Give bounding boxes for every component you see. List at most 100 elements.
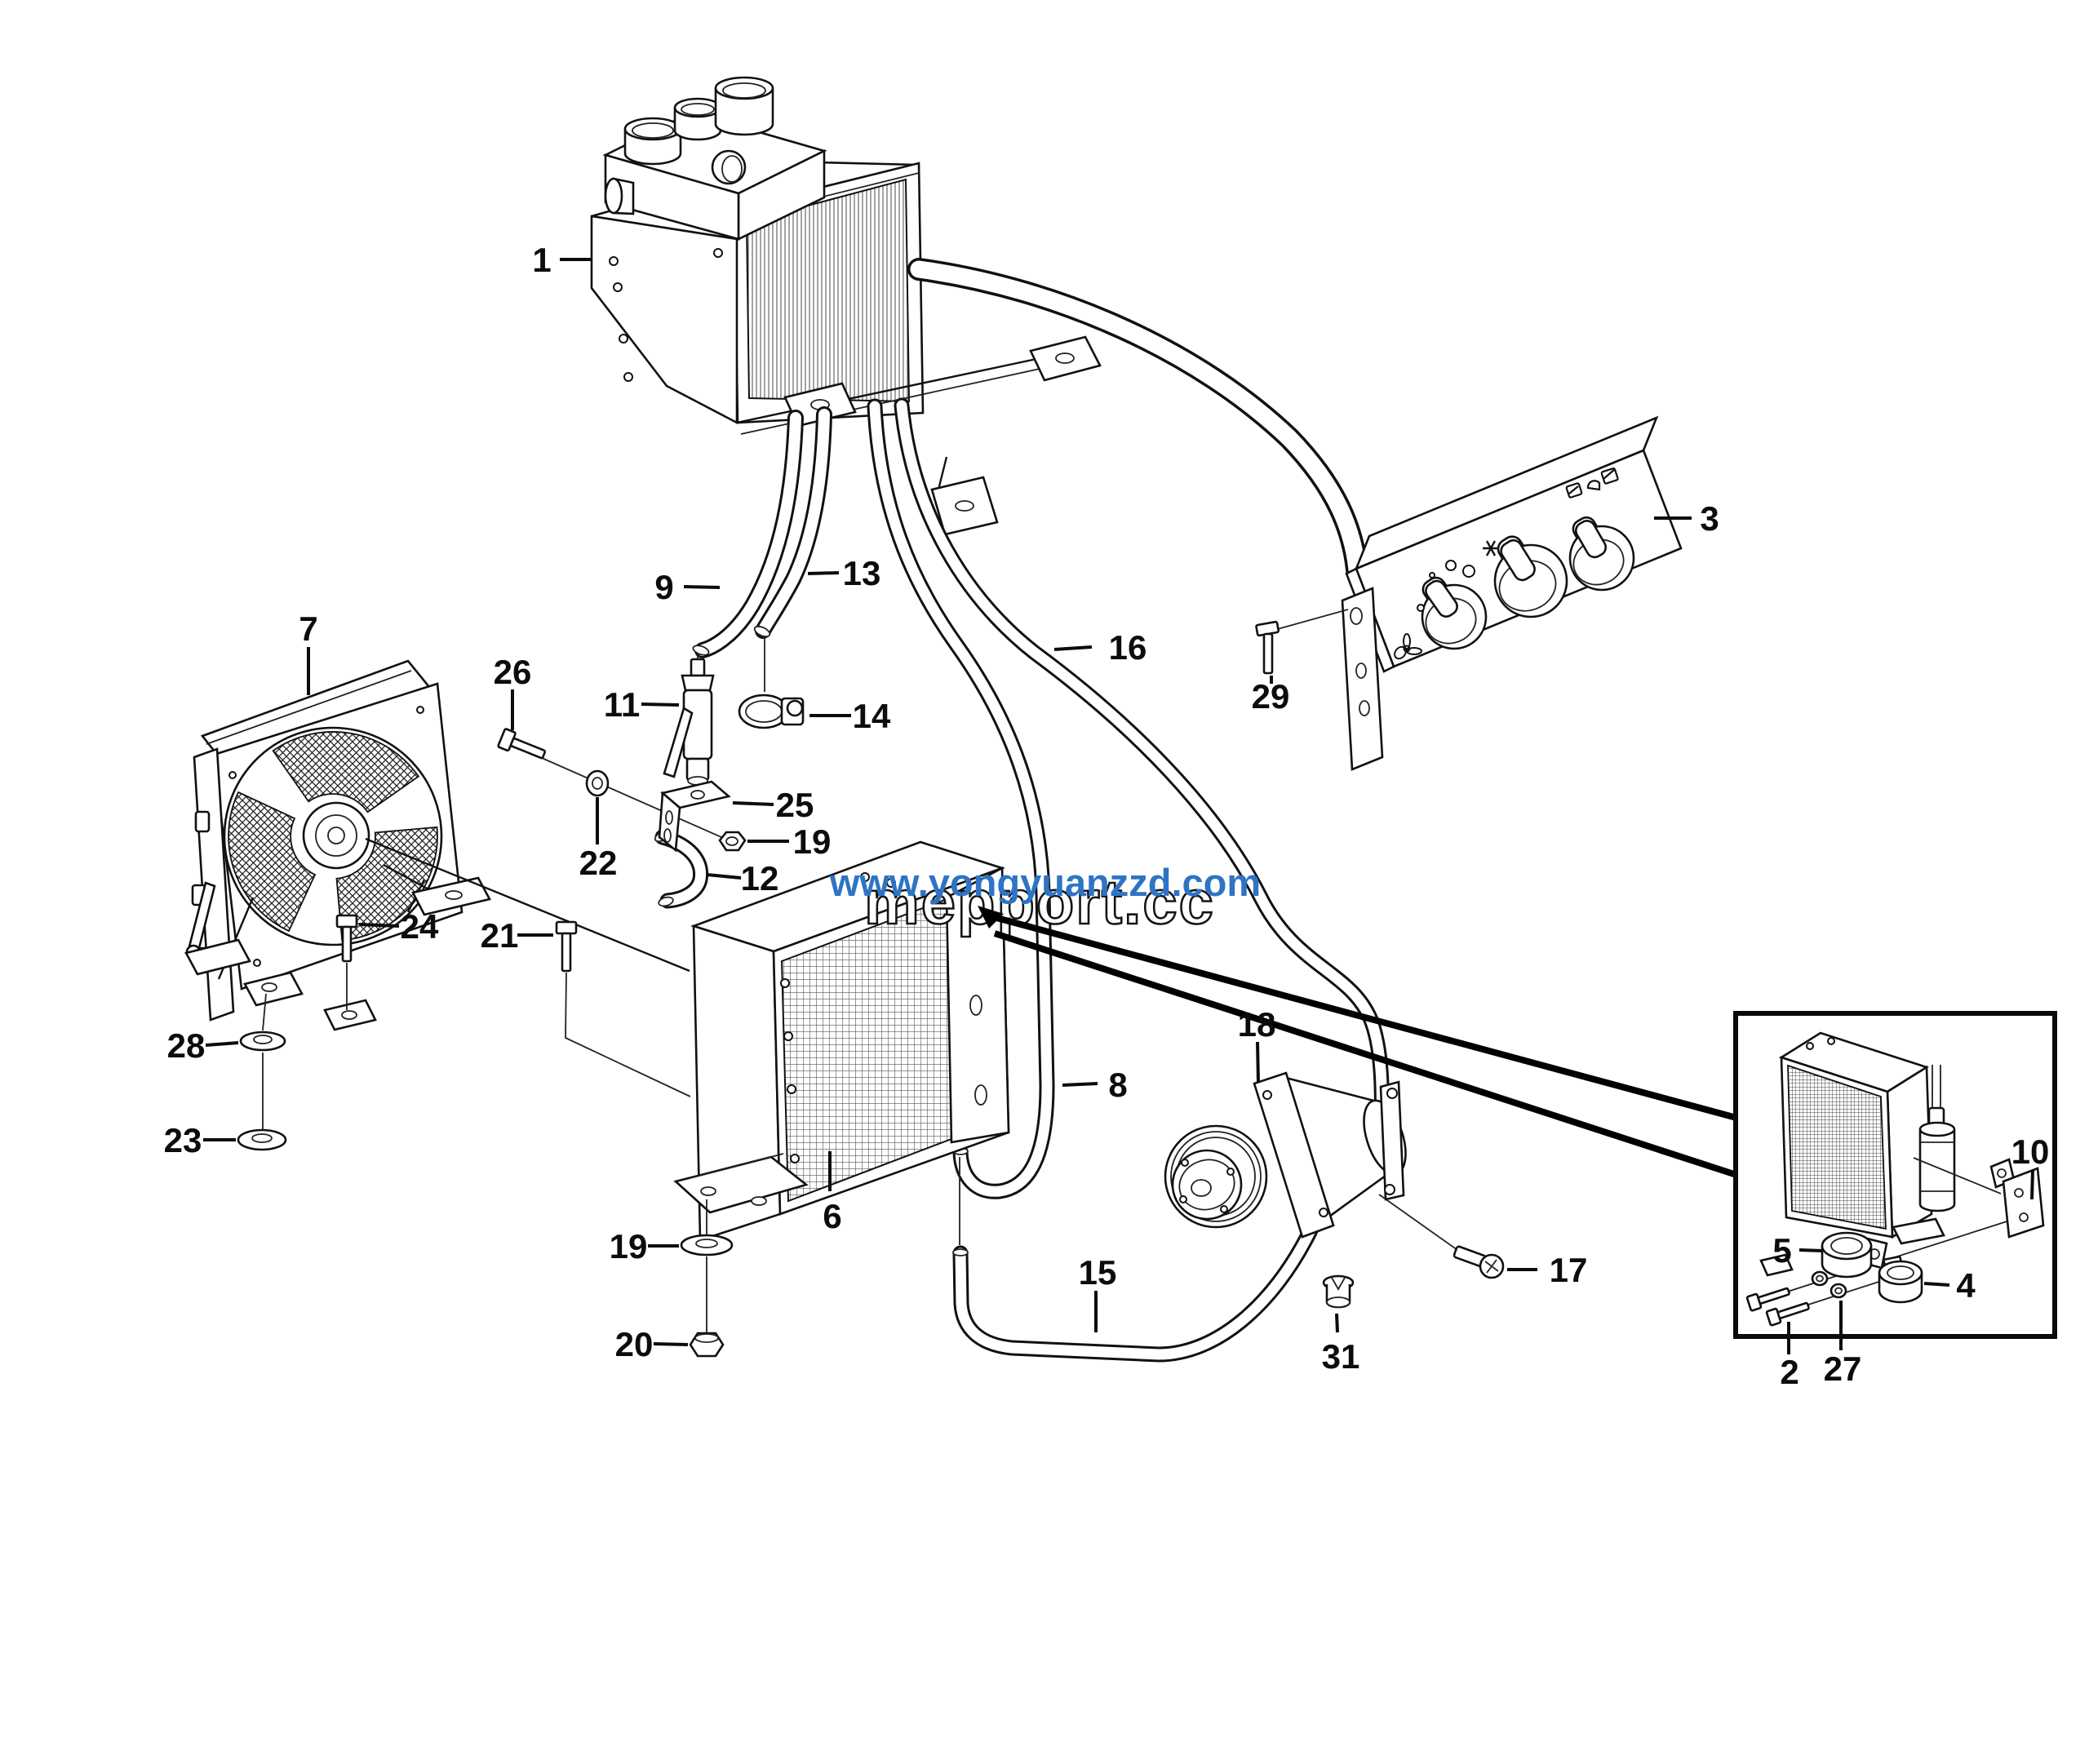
watermark-url-text: www.yongyuanzzd.com [829,861,1261,904]
callout-12: 12 [706,859,778,898]
callouts: 1 3 7 9 13 26 11 14 [164,241,2050,1391]
grommet-31 [1322,1274,1355,1309]
mounting-legs [184,863,491,1031]
nut-20 [689,1332,725,1358]
svg-text:14: 14 [853,697,891,735]
valve-group [497,658,805,853]
receiver-drier [1918,1065,1956,1212]
svg-text:26: 26 [494,653,532,691]
svg-text:28: 28 [167,1026,206,1065]
callout-4: 4 [1923,1266,1976,1305]
knob-temp [1493,535,1568,618]
svg-text:9: 9 [654,568,673,606]
hose-13 [753,406,832,692]
screw-17 [1378,1194,1505,1279]
svg-text:22: 22 [579,844,618,882]
hose-8 [867,398,1055,1245]
callout-10: 10 [1913,1132,2050,1200]
callout-18: 18 [1238,1005,1276,1084]
callout-29: 29 [1252,676,1290,716]
washer-19-lower [680,1234,734,1257]
callout-31: 31 [1322,1313,1360,1376]
inset-detail [1733,1011,2057,1339]
bolt-24 [335,914,358,1010]
svg-text:24: 24 [401,907,439,946]
valve-bracket [658,780,731,853]
svg-text:5: 5 [1772,1231,1791,1270]
hose-9 [692,410,804,667]
callout-20: 20 [615,1325,689,1363]
svg-text:20: 20 [615,1325,654,1363]
washer-23 [237,1128,287,1151]
washer-27 [1811,1270,1847,1299]
svg-text:7: 7 [299,609,317,648]
bolt-26 [497,728,547,760]
snowflake-icon [1483,540,1499,556]
callout-2: 2 [1780,1322,1799,1391]
svg-text:3: 3 [1700,499,1719,538]
vent-mode-icons [1565,467,1619,499]
compressor [1164,1071,1505,1309]
svg-text:27: 27 [1824,1350,1862,1388]
hoses [654,397,1390,1363]
callout-11: 11 [604,685,680,724]
callout-6: 6 [823,1151,842,1235]
mounting-foot [1029,335,1102,382]
svg-text:18: 18 [1238,1005,1276,1044]
detail-pointer [978,906,1738,1178]
svg-text:11: 11 [604,685,640,724]
callout-27: 27 [1824,1301,1862,1388]
control-panel [1341,415,1683,771]
svg-text:8: 8 [1108,1066,1127,1104]
svg-text:16: 16 [1109,628,1147,667]
condenser-main [673,840,1010,1358]
callout-25: 25 [732,786,814,824]
fan-fasteners [237,914,691,1151]
callout-19-upper: 19 [747,822,831,861]
round-duct [673,97,722,141]
callout-15: 15 [1079,1253,1116,1332]
hose-clamp [738,694,805,729]
bolt-21 [555,920,691,1097]
svg-text:19: 19 [793,822,832,861]
round-duct [623,117,682,166]
callout-22: 22 [579,797,618,882]
duct-manifold [602,76,827,242]
svg-text:19: 19 [610,1227,648,1265]
heater-core [733,162,925,424]
callout-14: 14 [809,697,891,735]
callout-19-lower: 19 [610,1227,679,1265]
knob-fan [1421,576,1488,650]
svg-text:13: 13 [843,554,881,592]
callout-28: 28 [167,1026,239,1065]
callout-5: 5 [1772,1231,1824,1270]
panel-bracket [1341,587,1384,771]
svg-text:31: 31 [1322,1337,1360,1376]
svg-text:23: 23 [164,1121,202,1159]
hose-16 [894,397,1390,1173]
svg-text:10: 10 [2011,1132,2050,1171]
svg-text:4: 4 [1956,1266,1976,1305]
harness-tube [907,258,1368,581]
callout-17: 17 [1507,1251,1587,1289]
nut-19-upper [718,831,747,852]
bolt-2 [1765,1301,1810,1327]
clamp-4 [1878,1255,1923,1304]
water-valve [663,658,715,803]
callout-23: 23 [164,1121,236,1159]
callout-16: 16 [1053,628,1147,667]
inset-condenser [1759,1031,1945,1277]
callout-24: 24 [358,907,439,946]
clutch-pulley [1164,1124,1268,1229]
callout-8: 8 [1062,1066,1128,1104]
watermark: mepport.cc www.yongyuanzzd.com [829,861,1261,938]
fan-grill [228,731,438,942]
condenser-foot [673,1153,809,1214]
svg-text:29: 29 [1252,677,1290,716]
svg-text:1: 1 [532,241,551,279]
clamp-5 [1821,1231,1888,1279]
callout-3: 3 [1654,499,1719,538]
round-duct [714,76,774,136]
mounting-foot [930,456,999,536]
